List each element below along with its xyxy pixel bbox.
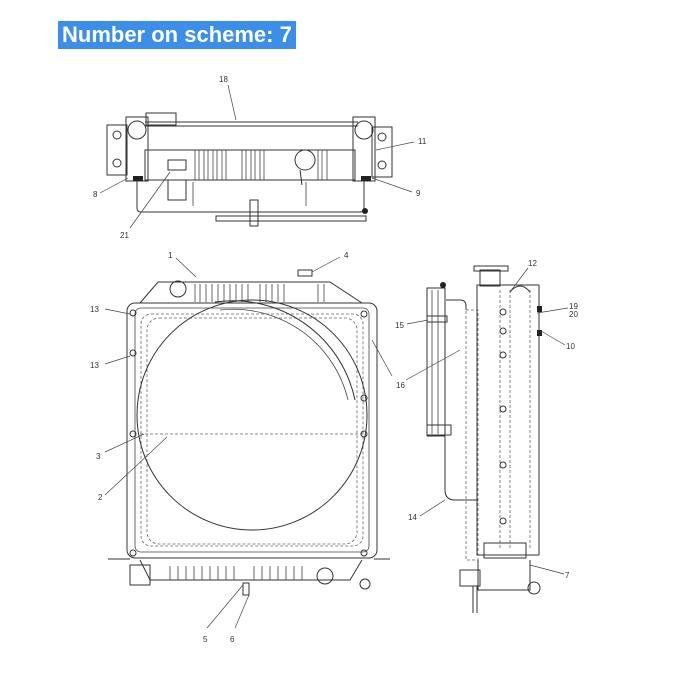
left-bracket	[106, 124, 128, 176]
callout-2: 2	[98, 493, 103, 502]
callout-13-lower: 13	[90, 361, 99, 370]
callout-6: 6	[230, 635, 235, 644]
side-view	[426, 265, 542, 613]
callout-20: 20	[569, 310, 578, 319]
callout-18: 18	[219, 75, 228, 84]
top-view	[106, 112, 393, 227]
callout-12: 12	[528, 259, 537, 268]
callout-7: 7	[565, 571, 570, 580]
callout-11: 11	[418, 137, 427, 146]
callout-1: 1	[168, 251, 173, 260]
callout-8: 8	[93, 190, 98, 199]
callout-14: 14	[408, 513, 417, 522]
callout-19: 19	[569, 302, 578, 311]
right-bracket	[371, 126, 393, 178]
callout-13-upper: 13	[90, 305, 99, 314]
callout-9: 9	[416, 189, 421, 198]
callout-3: 3	[96, 452, 101, 461]
callout-21: 21	[120, 231, 129, 240]
callout-10: 10	[566, 342, 575, 351]
side-view-callouts: 12 19 20 15 10 16 14 7	[371, 259, 578, 580]
scheme-number-badge: Number on scheme: 7	[58, 21, 296, 49]
fan-shroud-circle	[136, 299, 368, 531]
top-view-callouts: 18 11 8 9 21	[93, 75, 427, 240]
front-view-callouts: 1 4 13 13 3 2 5 6	[90, 251, 349, 644]
callout-15: 15	[395, 321, 404, 330]
callout-4: 4	[344, 251, 349, 260]
callout-16: 16	[396, 381, 405, 390]
callout-5: 5	[203, 635, 208, 644]
front-view	[108, 269, 390, 596]
